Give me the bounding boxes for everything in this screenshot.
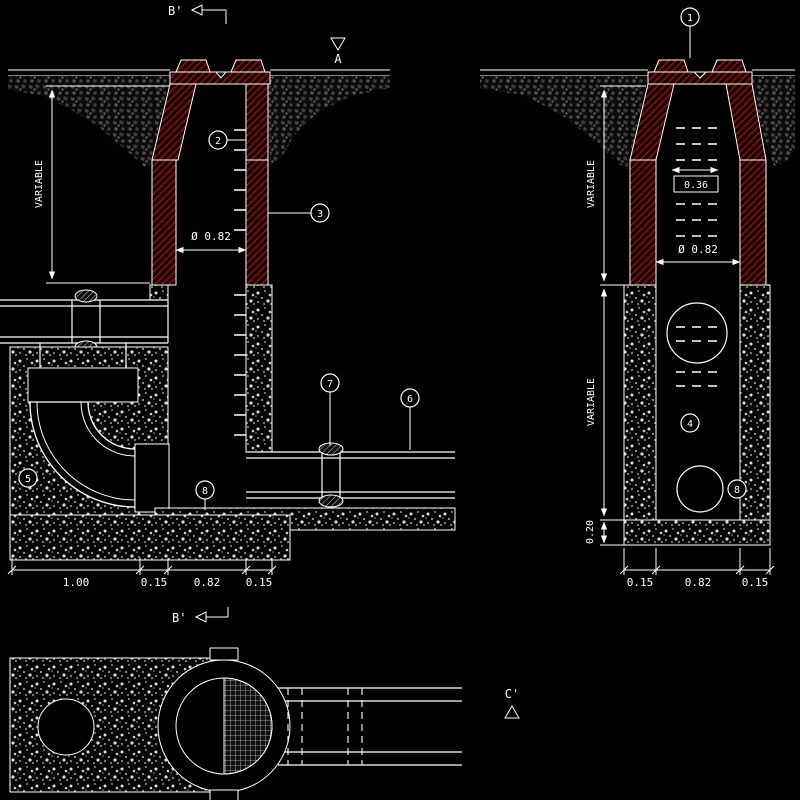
svg-text:C': C' — [505, 687, 519, 701]
svg-text:2: 2 — [215, 136, 221, 147]
callout-8: 8 — [195, 480, 215, 510]
frame-lug-plan — [209, 647, 239, 661]
cover-frame — [169, 59, 271, 85]
callout-4: 4 — [680, 413, 700, 433]
svg-text:A: A — [334, 52, 342, 66]
pipe-bell-gasket — [318, 494, 344, 508]
shaft-diameter-dimension: Ø 0.82 — [655, 243, 741, 266]
svg-text:6: 6 — [407, 394, 413, 405]
svg-text:4: 4 — [687, 419, 693, 430]
outlet-pipe-opening — [676, 465, 724, 513]
plan-view: C' — [9, 647, 520, 800]
outlet-pipe — [246, 442, 455, 508]
svg-text:B': B' — [172, 611, 186, 625]
callout-1: 1 — [680, 7, 700, 58]
pipe-bell-gasket — [318, 442, 344, 456]
callout-2: 2 — [208, 130, 246, 150]
svg-text:B': B' — [168, 4, 182, 18]
shaft-diameter-dimension: Ø 0.82 — [175, 230, 247, 254]
callout-7: 7 — [320, 373, 340, 446]
base-slabs — [9, 507, 456, 561]
dim-label: 0.15 — [246, 576, 273, 589]
dim-label-variable: VARIABLE — [34, 160, 45, 208]
variable-dimension-upper: VARIABLE — [586, 85, 646, 286]
dim-label-base: 0.20 — [585, 520, 596, 544]
chamber-walls-concrete — [623, 284, 771, 546]
callout-6: 6 — [400, 388, 420, 450]
grate-cover-plan — [223, 677, 273, 775]
variable-dimension: VARIABLE — [34, 85, 170, 284]
dim-label-variable: VARIABLE — [586, 160, 597, 208]
right-section-view: 0.36 Ø 0.82 VARIABLE VARIABLE 0.20 — [480, 7, 795, 589]
dim-label-variable: VARIABLE — [586, 378, 597, 426]
chamber-walls-concrete — [149, 284, 273, 453]
dim-label-step: 0.36 — [684, 180, 708, 191]
manhole-cone-walls — [151, 83, 269, 161]
svg-text:5: 5 — [25, 474, 31, 485]
hidden-joint-lines — [287, 688, 363, 765]
pipe-bell-gasket — [74, 289, 98, 303]
dim-label: 0.82 — [685, 576, 712, 589]
drop-elbow — [27, 343, 170, 513]
callout-5: 5 — [18, 468, 38, 488]
pipe-hole-plan — [37, 698, 95, 756]
dim-label: 0.15 — [742, 576, 769, 589]
dim-label-diameter: Ø 0.82 — [191, 230, 231, 243]
left-section-view: VARIABLE Ø 0.82 1.00 0.15 0.82 0.15 2 3 — [0, 4, 456, 625]
dim-label: 1.00 — [63, 576, 90, 589]
earth-hatch — [8, 76, 390, 168]
svg-text:7: 7 — [327, 379, 333, 390]
section-marker-b-bottom: B' — [172, 607, 229, 625]
pipe-plan — [278, 687, 462, 766]
callout-8: 8 — [727, 479, 747, 499]
variable-dimension-lower: VARIABLE — [586, 288, 624, 521]
svg-text:3: 3 — [317, 209, 323, 220]
manhole-plan — [157, 647, 291, 800]
section-marker-a: A — [330, 37, 346, 66]
manhole-shaft-walls — [151, 159, 269, 286]
base-slab — [623, 519, 771, 546]
dim-label: 0.82 — [194, 576, 221, 589]
dim-label-diameter: Ø 0.82 — [678, 243, 718, 256]
svg-text:1: 1 — [687, 13, 693, 24]
section-marker-b-top: B' — [168, 4, 227, 24]
callout-3: 3 — [268, 203, 330, 223]
bottom-dimension-chain: 0.15 0.82 0.15 — [619, 548, 775, 589]
slab-thickness-dimension: 0.20 — [585, 520, 624, 546]
ladder-rungs — [676, 127, 718, 387]
svg-text:8: 8 — [202, 486, 208, 497]
dim-label: 0.15 — [627, 576, 654, 589]
frame-lug-plan — [209, 789, 239, 800]
section-marker-c: C' — [504, 687, 520, 719]
inlet-pipe-opening — [666, 302, 728, 364]
svg-text:8: 8 — [734, 485, 740, 496]
dim-label: 0.15 — [141, 576, 168, 589]
cover-frame — [647, 59, 753, 85]
ladder-rungs — [234, 129, 246, 436]
step-width-dimension: 0.36 — [671, 166, 719, 193]
bottom-dimension-chain: 1.00 0.15 0.82 0.15 — [7, 558, 277, 589]
